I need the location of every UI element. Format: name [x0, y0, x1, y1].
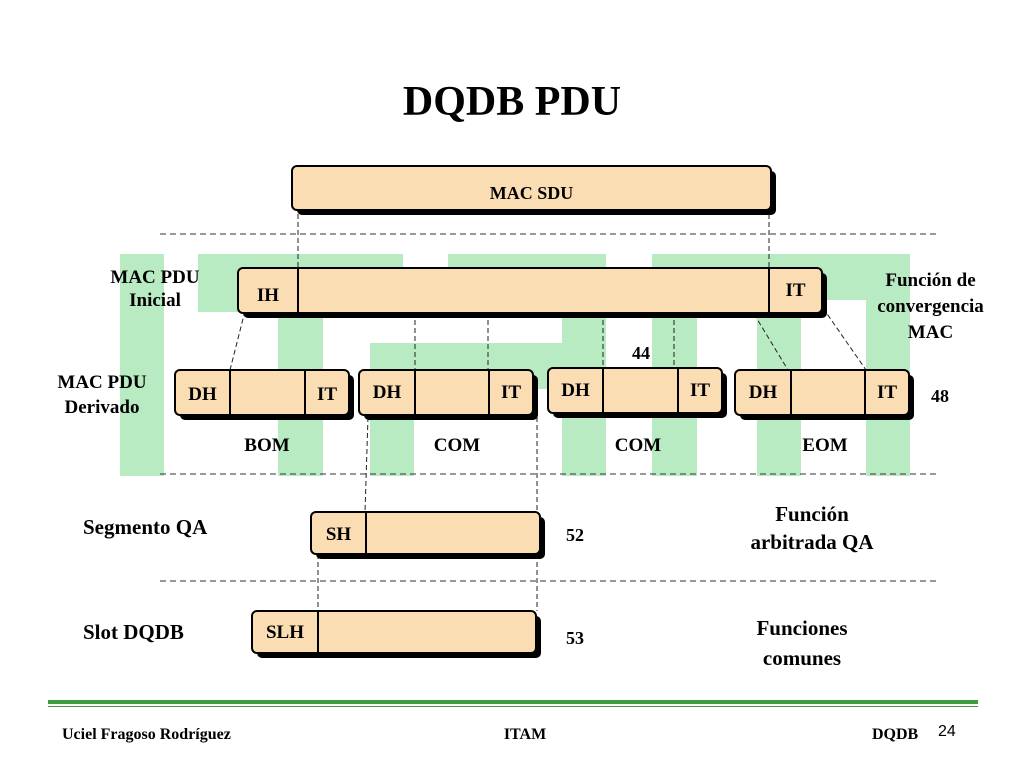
ih-label: IH — [256, 285, 280, 306]
funcion-arbitrada-label: Función arbitrada QA — [722, 500, 902, 556]
dh-label-eom: DH — [748, 382, 778, 403]
segment-type-eom: EOM — [802, 435, 848, 456]
funciones-comunes-line-2: comunes — [762, 646, 842, 670]
page-number: 24 — [938, 723, 956, 740]
derived-pdu-eom — [734, 369, 914, 420]
funciones-comunes-label: Funciones comunes — [712, 613, 892, 673]
footer-author: Uciel Fragoso Rodríguez — [62, 726, 231, 743]
funcion-convergencia-line-2: convergencia — [877, 296, 984, 317]
funcion-convergencia-label: Función de convergencia MAC — [858, 268, 1003, 346]
mac-sdu-box — [291, 165, 776, 215]
segment-type-com-2: COM — [614, 435, 662, 456]
dh-label-bom: DH — [188, 384, 217, 405]
sh-label: SH — [325, 524, 352, 545]
slh-label: SLH — [265, 622, 305, 643]
segment-type-com-1: COM — [433, 435, 481, 456]
mac-pdu-inicial-line-2: Inicial — [129, 290, 181, 311]
it-label-com-2: IT — [689, 380, 711, 401]
connector-lines — [229, 214, 867, 611]
funcion-convergencia-line-1: Función de — [885, 270, 976, 291]
segmento-qa-label: Segmento QA — [83, 515, 208, 539]
derived-pdu-bom — [174, 369, 354, 420]
derived-pdu-com-2 — [547, 367, 727, 418]
funcion-arbitrada-line-1: Función — [775, 502, 849, 526]
footer-institution: ITAM — [503, 726, 547, 743]
it-label-bom: IT — [316, 384, 338, 405]
slot-dqdb-box — [251, 610, 541, 658]
dh-label-com-2: DH — [561, 380, 590, 401]
segmento-qa-box — [310, 511, 545, 559]
funciones-comunes-line-1: Funciones — [756, 616, 848, 640]
derived-pdu-com-1 — [358, 369, 538, 420]
it-label-inicial: IT — [785, 280, 806, 301]
mac-sdu-label: MAC SDU — [489, 183, 574, 203]
separator-lines — [160, 233, 940, 582]
size-44-label: 44 — [632, 343, 650, 363]
slot-dqdb-label: Slot DQDB — [83, 620, 184, 644]
mac-pdu-derivado-line-1: MAC PDU — [57, 372, 147, 393]
it-label-eom: IT — [876, 382, 898, 403]
funcion-convergencia-line-3: MAC — [907, 322, 954, 343]
page-title: DQDB PDU — [402, 79, 622, 125]
segment-type-bom: BOM — [244, 435, 290, 456]
size-53-label: 53 — [566, 628, 584, 648]
mac-pdu-inicial-line-1: MAC PDU — [110, 267, 200, 288]
footer-topic: DQDB — [872, 726, 919, 743]
dh-label-com-1: DH — [372, 382, 402, 403]
size-48-label: 48 — [931, 386, 949, 406]
footer-rule — [48, 700, 978, 707]
mac-pdu-derivado-label: MAC PDU Derivado — [37, 370, 167, 420]
size-52-label: 52 — [566, 525, 584, 545]
mac-pdu-derivado-line-2: Derivado — [64, 397, 140, 418]
funcion-arbitrada-line-2: arbitrada QA — [750, 530, 874, 554]
mac-pdu-inicial-box — [237, 267, 827, 318]
mac-pdu-inicial-label: MAC PDU Inicial — [90, 266, 220, 312]
it-label-com-1: IT — [500, 382, 522, 403]
